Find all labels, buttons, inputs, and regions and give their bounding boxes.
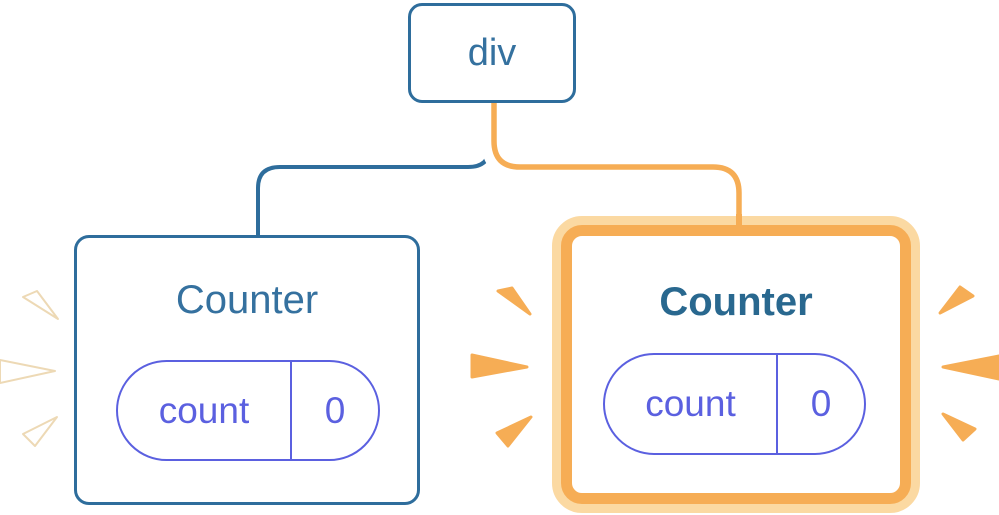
spark-icon (496, 286, 532, 316)
left-counter-title: Counter (175, 278, 319, 322)
spark-icon (941, 354, 999, 381)
right-counter-card: Counter count 0 (552, 216, 920, 513)
spark-icon (0, 359, 56, 384)
spark-icon (470, 353, 529, 379)
state-value: 0 (776, 355, 864, 453)
spark-icon (938, 285, 975, 315)
div-node: div (408, 3, 576, 103)
right-counter-title: Counter (659, 280, 813, 324)
edge-div-to-right-counter (491, 101, 742, 230)
spark-icon (495, 415, 533, 448)
right-counter-state-pill: count 0 (603, 353, 866, 455)
state-key-label: count (158, 389, 250, 431)
div-node-label: div (467, 31, 517, 74)
left-counter-card: Counter count 0 (74, 235, 420, 505)
spark-icon (22, 290, 59, 320)
state-key-label: count (645, 383, 736, 424)
left-counter-state-pill: count 0 (116, 360, 380, 461)
edge-div-to-left-counter (256, 101, 492, 244)
spark-icon (941, 412, 977, 442)
state-value: 0 (290, 362, 378, 459)
spark-icon (22, 416, 58, 447)
edge-core-tail (736, 214, 742, 228)
